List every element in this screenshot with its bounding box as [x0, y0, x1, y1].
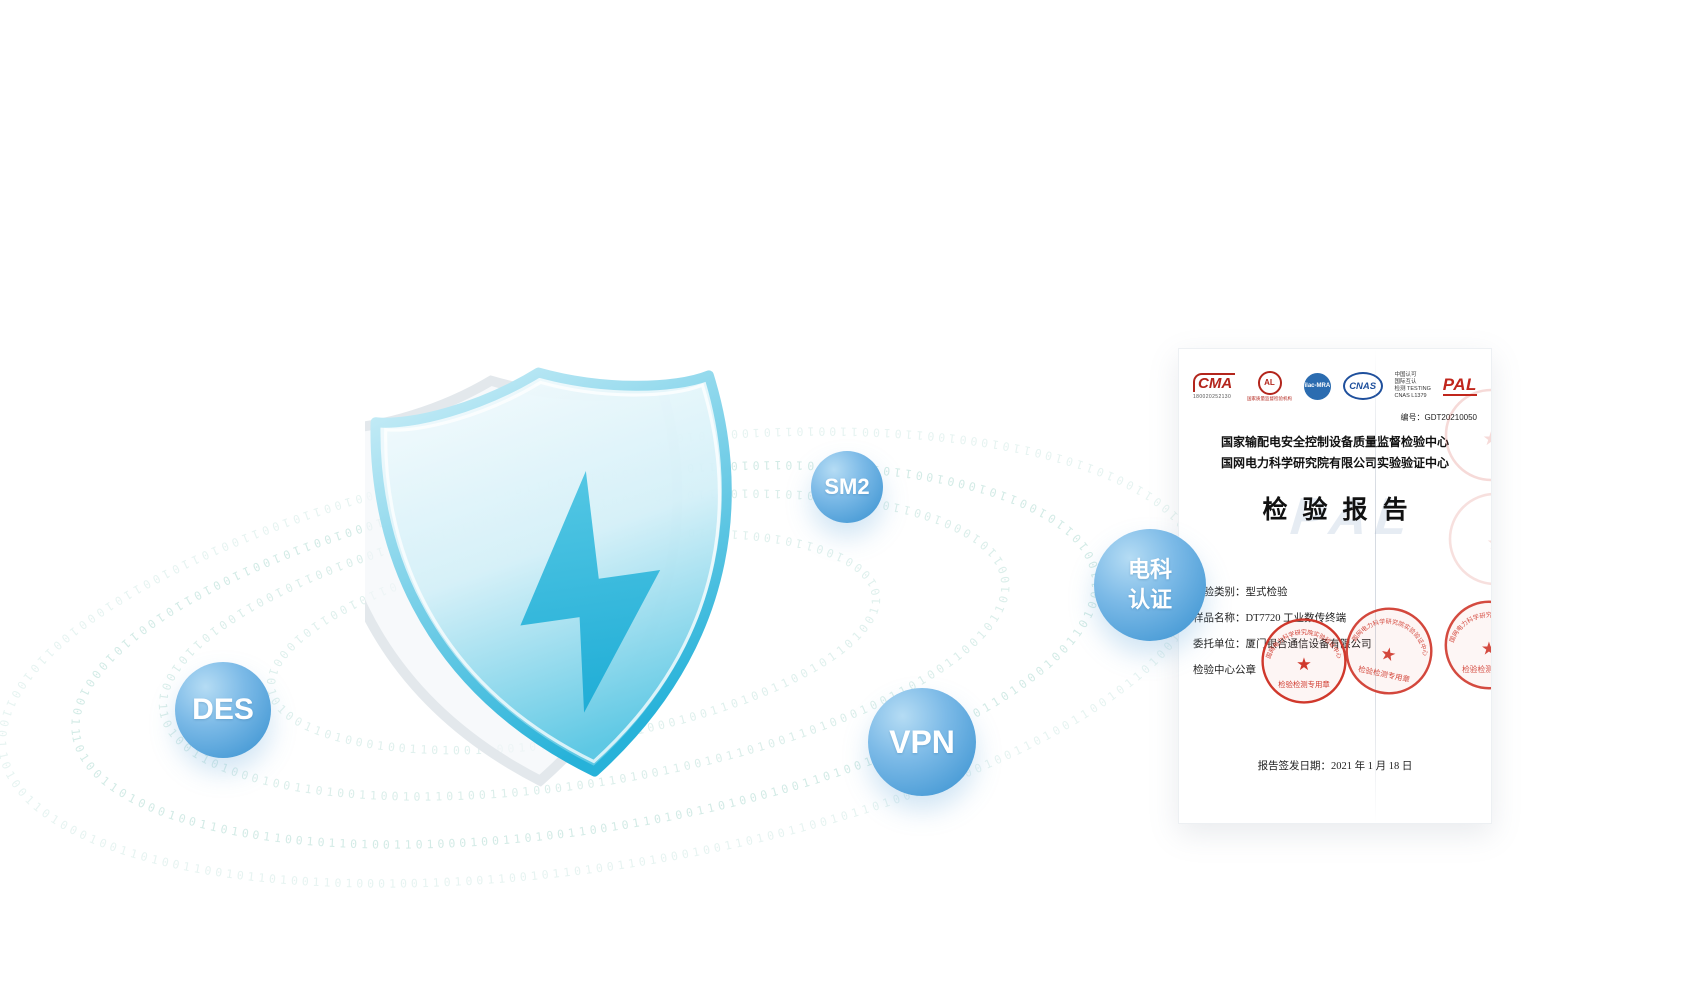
field-client: 委托单位：厦门银合通信设备有限公司 — [1193, 639, 1372, 650]
cma-mark: CMA — [1193, 372, 1236, 392]
badge-dianke-certification: 电科 认证 — [1094, 529, 1206, 641]
badge-sm2-label: SM2 — [824, 474, 870, 499]
star-icon: ★ — [1482, 429, 1492, 450]
lightning-bolt-icon — [520, 470, 661, 713]
report-number: 编号：GDT20210050 — [1400, 413, 1477, 422]
field-seal-note: 检验中心公章 — [1193, 665, 1256, 676]
report-fields: 检验类别：型式检验 样品名称：DT7720 工业数传终端 委托单位：厦门银合通信… — [1193, 580, 1477, 684]
cma-number: 180020252130 — [1193, 393, 1232, 400]
org-line-1: 国家输配电安全控制设备质量监督检验中心 — [1220, 435, 1449, 449]
cal-mark: AL — [1257, 370, 1282, 395]
cma-logo: CMA 180020252130 — [1193, 372, 1236, 400]
svg-text:101001101000100110100110010110: 1010011010001001101001100101101001101000… — [0, 0, 1131, 926]
cnas-logo: CNAS — [1342, 372, 1383, 400]
binary-ring-1: 1010011010001001101001100101101001101000… — [0, 0, 1131, 926]
star-icon: ★ — [1486, 533, 1492, 554]
inspection-report-card: CMA 180020252130 AL 国家质量监督检验机构 ilac-MRA … — [1178, 348, 1492, 824]
org-line-2: 国网电力科学研究院有限公司实验验证中心 — [1220, 456, 1449, 470]
shield-inner-edge — [384, 380, 722, 764]
star-icon: ★ — [1481, 639, 1492, 659]
pal-logo: PAL — [1442, 375, 1477, 397]
badge-sm2: SM2 — [811, 451, 883, 523]
shield-body — [370, 367, 732, 777]
svg-text:101001101000100110100110010110: 1010011010001001101001100101101001101000… — [0, 0, 1241, 966]
issuing-organizations: 国家输配电安全控制设备质量监督检验中心 国网电力科学研究院有限公司实验验证中心 — [1193, 432, 1477, 474]
badge-vpn: VPN — [868, 688, 976, 796]
binary-ring-outer: 1010011010001001101001100101101001101000… — [0, 0, 1241, 966]
cnas-accreditation-text: 中国认可 国际互认 检测 TESTING CNAS L1379 — [1394, 371, 1431, 400]
badge-des-label: DES — [192, 693, 254, 726]
svg-text:101001101000100110100110010110: 1010011010001001101001100101101001101000… — [0, 0, 900, 837]
ghost-shield — [365, 375, 683, 787]
cal-caption: 国家质量监督检验机构 — [1247, 395, 1292, 401]
cal-logo: AL 国家质量监督检验机构 — [1247, 370, 1292, 402]
badge-dianke-line1: 电科 — [1127, 557, 1172, 583]
issue-date: 报告签发日期：2021 年 1 月 18 日 — [1257, 761, 1413, 772]
report-title: 检验报告 — [1262, 497, 1423, 524]
badge-dianke-line2: 认证 — [1127, 587, 1172, 612]
ilac-mra-logo: ilac-MRA — [1303, 372, 1331, 400]
field-inspection-category: 检验类别：型式检验 — [1193, 587, 1288, 598]
binary-ring-3: 1010011010001001101001100101101001101000… — [0, 0, 900, 837]
badge-des: DES — [175, 662, 271, 758]
accreditation-logos: CMA 180020252130 AL 国家质量监督检验机构 ilac-MRA … — [1193, 363, 1477, 409]
badge-vpn-label: VPN — [889, 723, 955, 760]
certificate-fold-line — [1375, 349, 1376, 823]
field-sample-name: 样品名称：DT7720 工业数传终端 — [1193, 613, 1347, 624]
security-shield-illustration — [365, 367, 732, 787]
